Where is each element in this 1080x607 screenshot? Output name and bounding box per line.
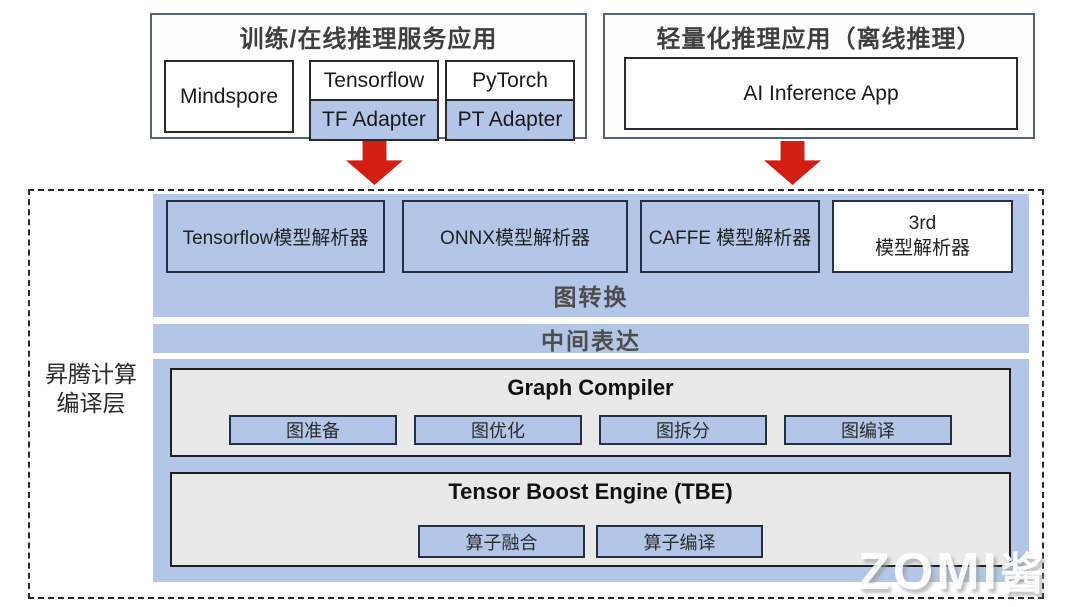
ascend-layer-label-line2: 编译层: [56, 389, 126, 416]
pytorch-stack: PyTorch PT Adapter: [445, 60, 575, 141]
training-online-inference-apps-box: 训练/在线推理服务应用 Mindspore Tensorflow TF Adap…: [150, 13, 587, 141]
operator-fusion-box: 算子融合: [418, 525, 585, 558]
third-party-parser-line2: 模型解析器: [874, 237, 970, 259]
graph-prepare-box: 图准备: [229, 415, 397, 445]
graph-split-box: 图拆分: [599, 415, 767, 445]
zomi-watermark-text: ZOMI: [858, 543, 1000, 601]
graph-compiler-steps-row: 图准备 图优化 图拆分 图编译: [172, 415, 1009, 445]
pytorch-box: PyTorch: [445, 60, 575, 101]
third-party-parser-line1: 3rd: [908, 212, 937, 234]
lightweight-apps-title: 轻量化推理应用（离线推理）: [656, 26, 982, 53]
onnx-model-parser-box: ONNX模型解析器: [402, 200, 628, 273]
graph-compiler-title: Graph Compiler: [507, 375, 674, 400]
ascend-compile-layer-container: [28, 189, 1044, 599]
tensorflow-box: Tensorflow: [309, 60, 439, 101]
graph-conversion-band: Tensorflow模型解析器 ONNX模型解析器 CAFFE 模型解析器 3r…: [153, 194, 1029, 317]
lightweight-inference-apps-box: 轻量化推理应用（离线推理） AI Inference App: [603, 13, 1035, 139]
tbe-box: Tensor Boost Engine (TBE) 算子融合 算子编译: [170, 472, 1011, 567]
compiler-band: Graph Compiler 图准备 图优化 图拆分 图编译 Tensor Bo…: [153, 359, 1029, 582]
ascend-layer-label-line1: 昇腾计算: [45, 361, 137, 387]
operator-compile-box: 算子编译: [596, 525, 763, 558]
intermediate-representation-label: 中间表达: [541, 327, 641, 354]
tbe-steps-row: 算子融合 算子编译: [172, 525, 1009, 558]
graph-conversion-label: 图转换: [553, 284, 629, 310]
zomi-watermark-suffix: 酱: [999, 550, 1044, 599]
tensorflow-stack: Tensorflow TF Adapter: [309, 60, 439, 141]
intermediate-representation-band: 中间表达: [153, 324, 1029, 354]
graph-compile-box: 图编译: [784, 415, 952, 445]
pt-adapter-box: PT Adapter: [445, 99, 575, 141]
down-arrow-icon: [346, 141, 403, 185]
tensorflow-model-parser-box: Tensorflow模型解析器: [166, 200, 385, 273]
third-party-model-parser-box: 3rd 模型解析器: [832, 200, 1013, 273]
mindspore-box: Mindspore: [164, 60, 294, 133]
ai-inference-app-box: AI Inference App: [624, 57, 1018, 130]
tbe-title: Tensor Boost Engine (TBE): [448, 479, 733, 504]
tf-adapter-box: TF Adapter: [309, 99, 439, 141]
ascend-compile-layer-label: 昇腾计算 编译层: [32, 360, 150, 418]
graph-optimize-box: 图优化: [414, 415, 582, 445]
down-arrow-icon: [764, 141, 821, 185]
graph-compiler-box: Graph Compiler 图准备 图优化 图拆分 图编译: [170, 368, 1011, 457]
training-apps-title: 训练/在线推理服务应用: [239, 26, 498, 53]
zomi-watermark: ZOMI酱: [858, 538, 1044, 602]
caffe-model-parser-box: CAFFE 模型解析器: [640, 200, 820, 273]
